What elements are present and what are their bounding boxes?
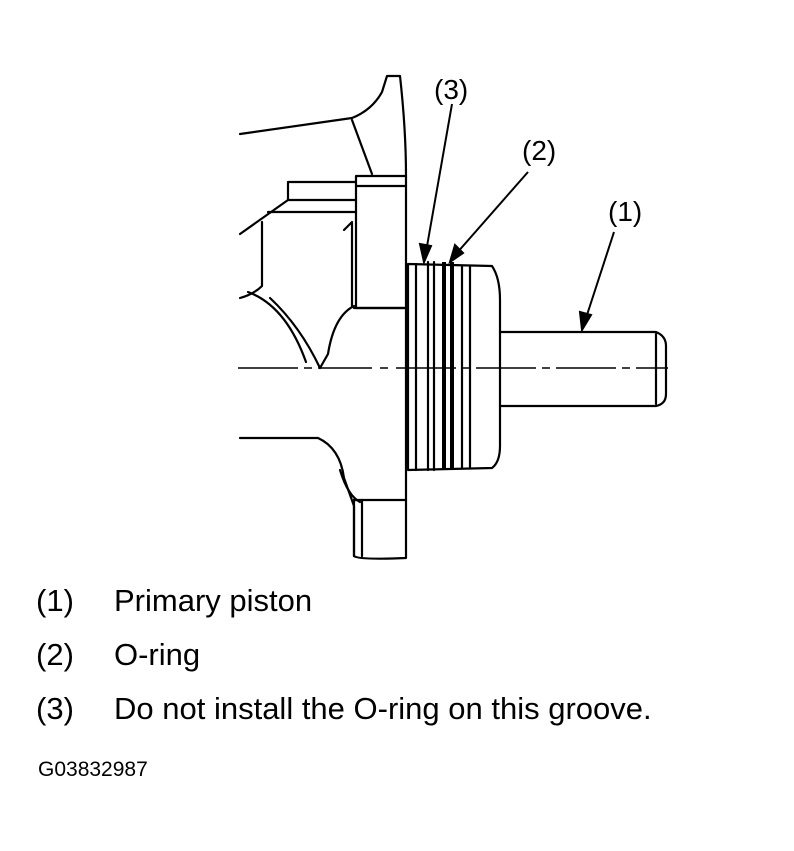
callout-label-2: (2) [522,135,557,166]
flange-lower [352,498,408,560]
callout-label-3: (3) [434,74,469,105]
piston-body [406,262,502,472]
flange-body [352,306,408,502]
housing-lower-outline [238,436,356,558]
arrowhead-1 [578,310,593,334]
legend-number: (3) [36,691,74,726]
flange-upper [354,174,408,310]
arrowhead-3 [418,242,433,266]
housing-bore-wall [268,296,322,370]
callout-label-1: (1) [608,196,643,227]
legend-number: (1) [36,583,74,618]
legend-number: (2) [36,637,74,672]
housing-channel [238,220,264,300]
leader-2 [455,171,529,255]
housing-curve [246,290,308,364]
legend-text: O-ring [114,637,201,672]
o-ring [442,262,454,470]
housing-rib [342,220,354,308]
piston-diagram [238,74,668,560]
leader-3 [425,103,453,253]
legend-text: Primary piston [114,583,313,618]
housing-upper-outline [238,74,408,178]
leader-1 [585,231,615,319]
legend-text: Do not install the O-ring on this groove… [114,691,652,726]
housing-left-face [238,198,290,236]
housing-step [286,180,357,202]
arrowhead-2 [448,243,465,265]
figure-code: G03832987 [38,758,148,781]
housing-upper-inner [350,118,374,176]
housing-inner-curve [318,304,356,370]
piston-rod [498,330,668,408]
